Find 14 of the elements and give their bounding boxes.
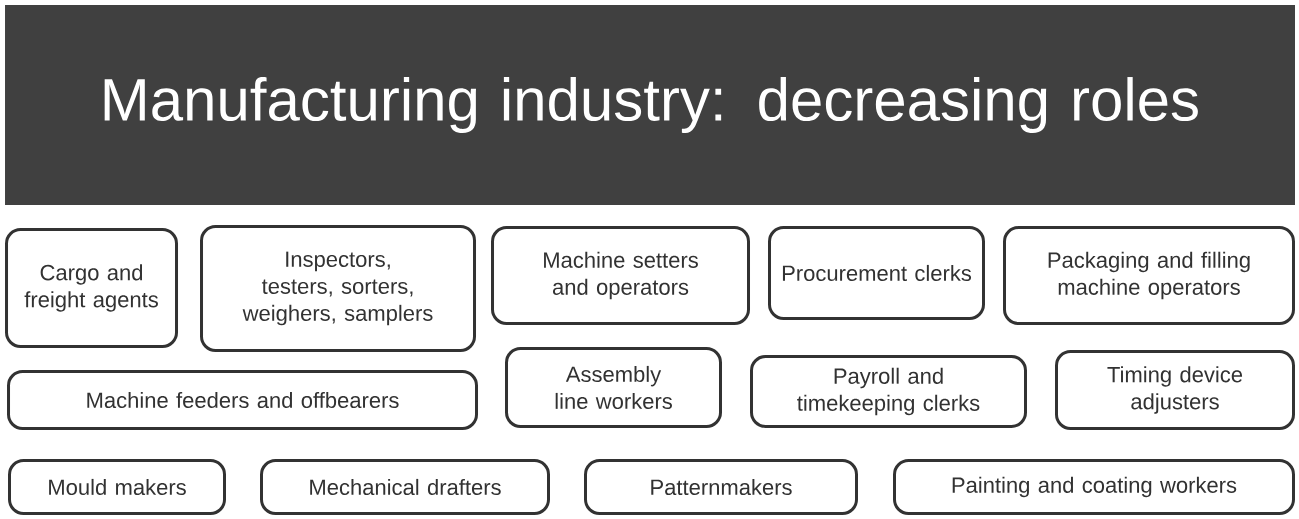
role-box: Packaging and filling machine operators — [1003, 226, 1295, 325]
role-box: Inspectors, testers, sorters, weighers, samplers — [200, 225, 476, 352]
role-box: Mechanical drafters — [260, 459, 550, 515]
role-box: Cargo and freight agents — [5, 228, 178, 348]
role-box: Machine setters and operators — [491, 226, 750, 325]
role-box: Payroll and timekeeping clerks — [750, 355, 1027, 428]
title-banner: Manufacturing industry: decreasing roles — [5, 5, 1295, 205]
role-box: Machine feeders and offbearers — [7, 370, 478, 430]
role-box: Timing device adjusters — [1055, 350, 1295, 430]
role-box: Procurement clerks — [768, 226, 985, 320]
role-box: Patternmakers — [584, 459, 858, 515]
role-box: Assembly line workers — [505, 347, 722, 428]
role-box: Mould makers — [8, 459, 226, 515]
role-box: Painting and coating workers — [893, 459, 1295, 515]
